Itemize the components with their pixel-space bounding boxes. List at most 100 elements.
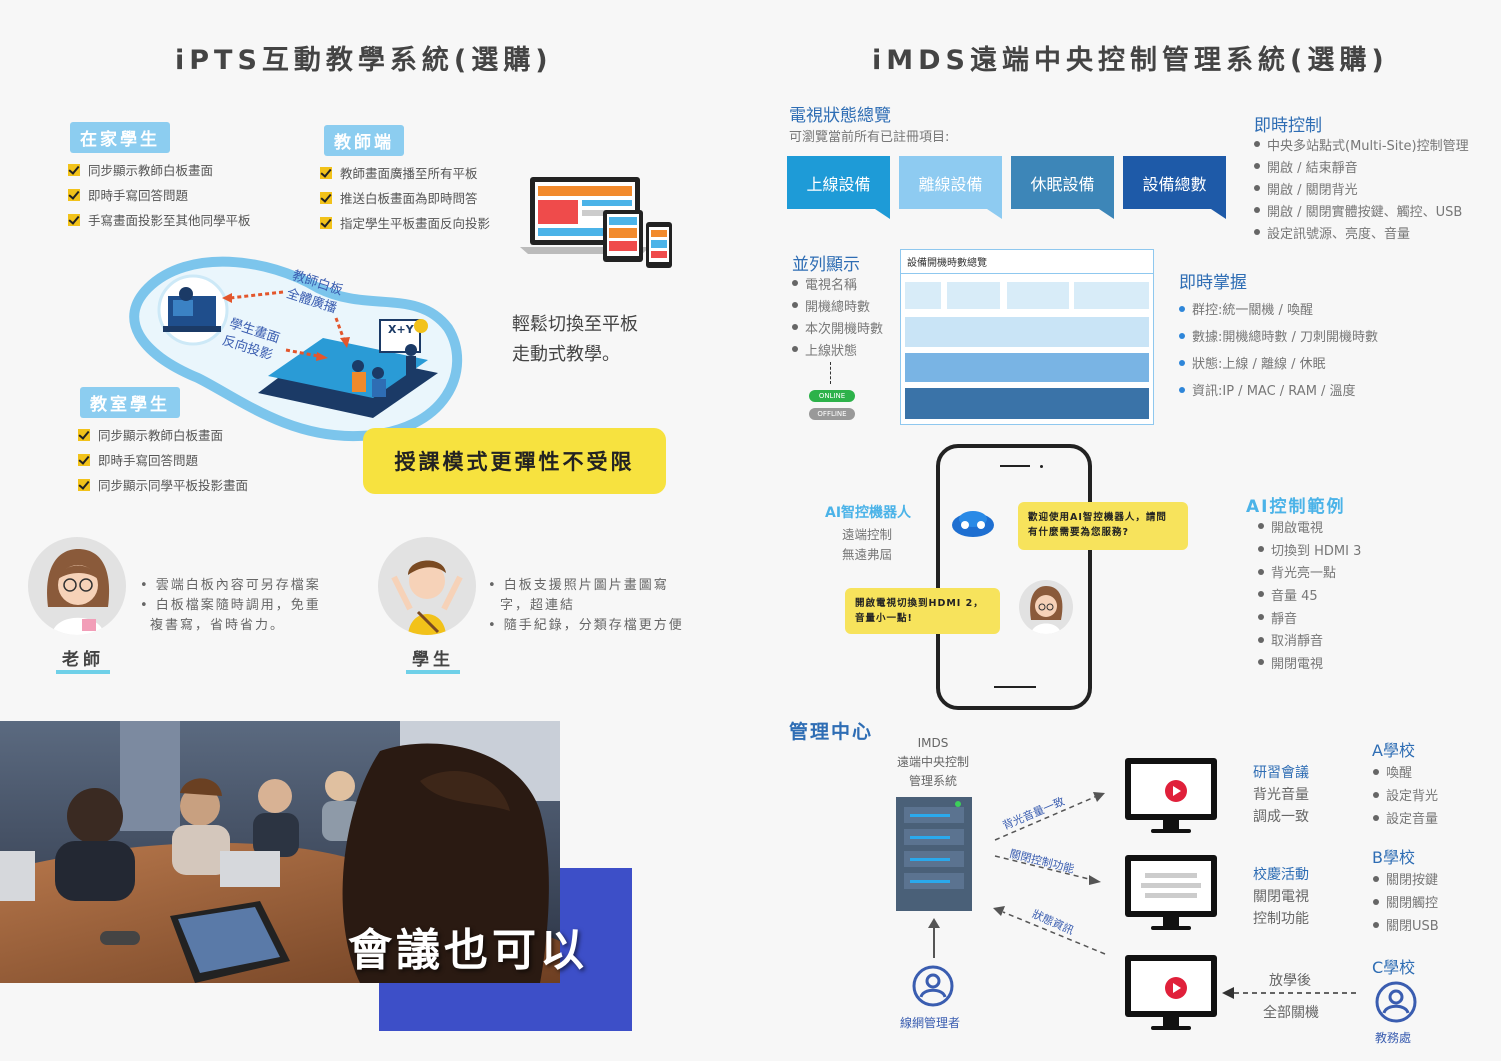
admin-user-icon bbox=[912, 965, 954, 1007]
management-heading: 管理中心 bbox=[789, 721, 874, 743]
parallel-heading: 並列顯示 bbox=[792, 255, 860, 275]
uptime-panel-title: 設備開機時數總覽 bbox=[901, 250, 1153, 274]
student-avatar bbox=[378, 537, 476, 635]
monitor-b bbox=[1125, 855, 1217, 930]
list-item: 本次開機時數 bbox=[792, 316, 883, 338]
user-bubble: 開啟電視切換到HDMI 2， 音量小一點! bbox=[845, 588, 1000, 634]
after-school-2: 全部關機 bbox=[1263, 1005, 1319, 1021]
server-icon bbox=[896, 797, 972, 911]
ipts-title: iPTS互動教學系統(選購) bbox=[175, 45, 553, 76]
ai-examples-heading: AI控制範例 bbox=[1246, 497, 1346, 517]
list-item: 靜音 bbox=[1258, 606, 1361, 629]
user-avatar bbox=[1019, 580, 1073, 634]
list-item: 關閉按鍵 bbox=[1373, 867, 1439, 890]
teacher-label: 老師 bbox=[56, 645, 110, 674]
office-label: 教務處 bbox=[1375, 1031, 1412, 1045]
list-item: 上線狀態 bbox=[792, 338, 883, 360]
student-label: 學生 bbox=[406, 645, 460, 674]
list-item: 群控:統一關機 / 喚醒 bbox=[1179, 295, 1378, 322]
play-icon bbox=[1165, 977, 1187, 999]
check-icon bbox=[78, 453, 90, 466]
list-item: 開啟 / 關閉實體按鍵、觸控、USB bbox=[1254, 199, 1469, 221]
check-icon bbox=[320, 191, 332, 204]
list-item: 即時手寫回答問題 bbox=[78, 447, 248, 472]
check-icon bbox=[320, 216, 332, 229]
check-icon bbox=[68, 213, 80, 226]
school-a-list: 喚醒 設定背光 設定音量 bbox=[1373, 760, 1438, 829]
robot-icon bbox=[952, 511, 994, 537]
list-item: 數據:開機總時數 / 刀刺開機時數 bbox=[1179, 322, 1378, 349]
stat-total[interactable]: 設備總數 bbox=[1123, 156, 1226, 219]
list-item: 資訊:IP / MAC / RAM / 溫度 bbox=[1179, 376, 1378, 403]
list-item: 開啟 / 關閉背光 bbox=[1254, 177, 1469, 199]
list-item: 喚醒 bbox=[1373, 760, 1438, 783]
office-user-icon bbox=[1375, 981, 1417, 1023]
after-school-arrow bbox=[1222, 987, 1356, 999]
imds-title: iMDS遠端中央控制管理系統(選購) bbox=[872, 45, 1389, 76]
meeting-text: 會議也可以 bbox=[348, 925, 588, 976]
list-item: 取消靜音 bbox=[1258, 628, 1361, 651]
list-item: 同步顯示教師白板畫面 bbox=[78, 422, 248, 447]
list-item: 即時手寫回答問題 bbox=[68, 182, 251, 207]
classroom-students-list: 同步顯示教師白板畫面 即時手寫回答問題 同步顯示同學平板投影畫面 bbox=[78, 422, 248, 497]
realtime-grasp-heading: 即時掌握 bbox=[1179, 273, 1247, 293]
list-item: 設定訊號源、亮度、音量 bbox=[1254, 221, 1469, 243]
flexible-mode-banner: 授課模式更彈性不受限 bbox=[363, 428, 666, 494]
ai-examples-list: 開啟電視 切換到 HDMI 3 背光亮一點 音量 45 靜音 取消靜音 開閉電視 bbox=[1258, 515, 1361, 674]
device-stats: 上線設備 離線設備 休眠設備 設備總數 bbox=[787, 156, 1226, 219]
control-arrows bbox=[993, 792, 1106, 955]
offline-badge: OFFLINE bbox=[809, 408, 855, 420]
robot-bubble: 歡迎使用AI智控機器人，請問 有什麼需要為您服務? bbox=[1018, 502, 1188, 550]
after-school-1: 放學後 bbox=[1269, 973, 1311, 989]
list-item: 開閉電視 bbox=[1258, 651, 1361, 674]
parallel-list: 電視名稱 開機總時數 本次開機時數 上線狀態 bbox=[792, 272, 883, 360]
status-connector bbox=[830, 362, 831, 384]
list-item: 推送白板畫面為即時問答 bbox=[320, 185, 490, 210]
tv-overview-sub: 可瀏覽當前所有已註冊項目: bbox=[789, 130, 950, 145]
play-icon bbox=[1165, 780, 1187, 802]
list-item: 教師畫面廣播至所有平板 bbox=[320, 160, 490, 185]
teacher-benefits: • 雲端白板內容可另存檔案 • 白板檔案隨時調用，免重 複書寫，省時省力。 bbox=[140, 578, 321, 633]
list-item: 同步顯示同學平板投影畫面 bbox=[78, 472, 248, 497]
monitor-c bbox=[1125, 955, 1217, 1030]
student-benefits: • 白板支援照片圖片畫圖寫 字，超連結 • 隨手紀錄，分類存檔更方便 bbox=[488, 578, 684, 633]
list-item: 切換到 HDMI 3 bbox=[1258, 538, 1361, 561]
online-badge: ONLINE bbox=[809, 390, 855, 402]
school-c-name: C學校 bbox=[1372, 958, 1416, 977]
phone-illustration bbox=[936, 444, 1092, 710]
ai-robot-desc: 遠端控制 無遠弗屆 bbox=[842, 527, 893, 562]
realtime-control-list: 中央多站點式(Multi-Site)控制管理 開啟 / 結束靜音 開啟 / 關閉… bbox=[1254, 133, 1469, 243]
list-item: 指定學生平板畫面反向投影 bbox=[320, 210, 490, 235]
tv-overview-heading: 電視狀態總覽 bbox=[789, 106, 891, 126]
list-item: 同步顯示教師白板畫面 bbox=[68, 157, 251, 182]
list-item: 開啟 / 結束靜音 bbox=[1254, 155, 1469, 177]
monitor-a bbox=[1125, 758, 1217, 833]
stat-sleep[interactable]: 休眠設備 bbox=[1011, 156, 1114, 219]
teacher-side-list: 教師畫面廣播至所有平板 推送白板畫面為即時問答 指定學生平板畫面反向投影 bbox=[320, 160, 490, 235]
school-b-list: 關閉按鍵 關閉觸控 關閉USB bbox=[1373, 867, 1439, 936]
classroom-diagram bbox=[129, 256, 463, 442]
uptime-panel: 設備開機時數總覽 bbox=[900, 249, 1154, 425]
admin-label: 線網管理者 bbox=[900, 1016, 961, 1030]
realtime-grasp-list: 群控:統一關機 / 喚醒 數據:開機總時數 / 刀刺開機時數 狀態:上線 / 離… bbox=[1179, 295, 1378, 403]
stat-online[interactable]: 上線設備 bbox=[787, 156, 890, 219]
list-item: 開機總時數 bbox=[792, 294, 883, 316]
list-item: 關閉觸控 bbox=[1373, 890, 1439, 913]
switch-text: 輕鬆切換至平板 走動式教學。 bbox=[512, 314, 638, 365]
classroom-students-tag: 教室學生 bbox=[80, 387, 180, 418]
realtime-control-heading: 即時控制 bbox=[1254, 116, 1322, 136]
list-item: 設定背光 bbox=[1373, 783, 1438, 806]
whiteboard-formula: X+Y bbox=[388, 323, 414, 336]
list-item: 關閉USB bbox=[1373, 913, 1439, 936]
ai-robot-heading: AI智控機器人 bbox=[825, 505, 912, 521]
list-item: 中央多站點式(Multi-Site)控制管理 bbox=[1254, 133, 1469, 155]
list-item: 電視名稱 bbox=[792, 272, 883, 294]
check-icon bbox=[68, 163, 80, 176]
imds-system-label: IMDS 遠端中央控制 管理系統 bbox=[896, 736, 969, 788]
stat-offline[interactable]: 離線設備 bbox=[899, 156, 1002, 219]
check-icon bbox=[78, 428, 90, 441]
school-a-name: A學校 bbox=[1372, 741, 1415, 760]
list-item: 開啟電視 bbox=[1258, 515, 1361, 538]
list-item: 狀態:上線 / 離線 / 休眠 bbox=[1179, 349, 1378, 376]
devices-illustration bbox=[520, 177, 672, 268]
